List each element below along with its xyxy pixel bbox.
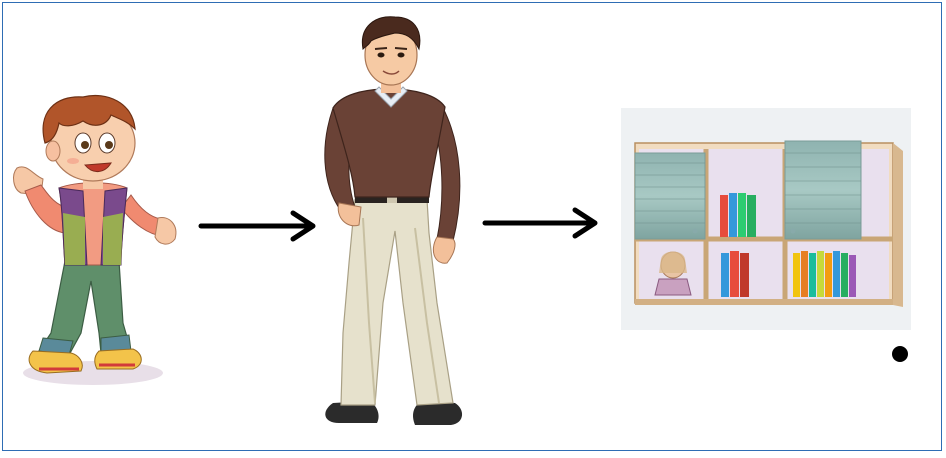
bookshelf-illustration <box>621 108 911 330</box>
adult-man-illustration <box>325 17 462 425</box>
slide-frame <box>2 2 942 451</box>
slide-scene <box>3 3 946 458</box>
child-illustration <box>14 95 176 385</box>
bullet-dot <box>892 346 908 362</box>
arrow-right-icon <box>485 210 595 236</box>
arrow-right-icon <box>201 213 313 239</box>
